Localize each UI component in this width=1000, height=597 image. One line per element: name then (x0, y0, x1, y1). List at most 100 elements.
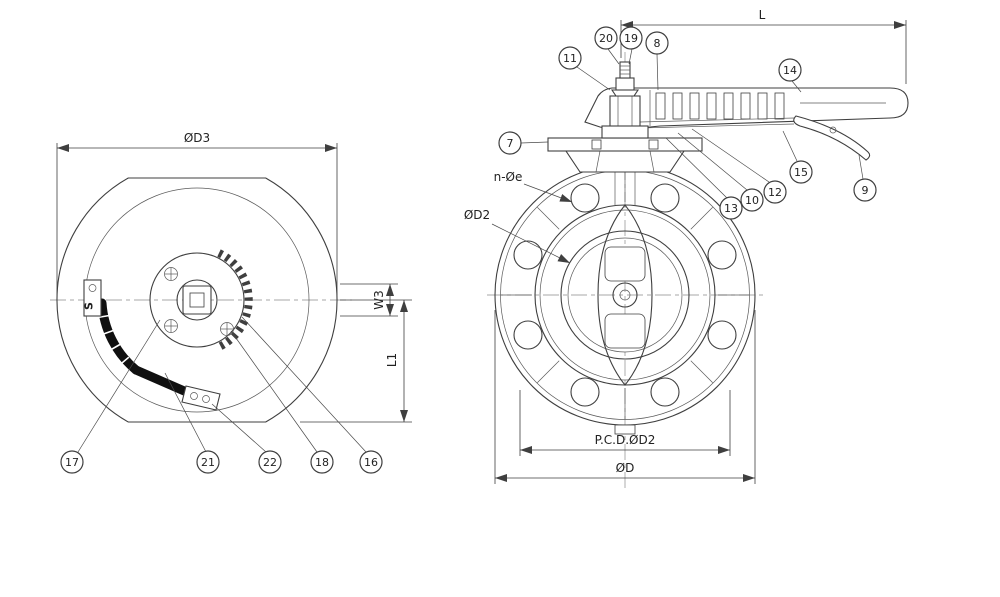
flange-ribs (501, 171, 749, 419)
handle-arc (97, 298, 141, 375)
valve-neck (564, 150, 686, 173)
leader-19 (628, 48, 633, 65)
disc-hub (612, 282, 638, 308)
valve-body-outline (56, 177, 338, 423)
neck-line (649, 150, 655, 173)
butterfly-disc (597, 204, 653, 386)
balloon-18: 18 (310, 450, 334, 474)
disc-hub-center (619, 289, 631, 301)
svg-text:8: 8 (654, 37, 661, 50)
balloon-21: 21 (196, 450, 220, 474)
balloon-20: 20 (594, 26, 618, 50)
balloon-10: 10 (740, 188, 764, 212)
yoke-base (601, 125, 649, 139)
trigger-lever (793, 115, 871, 161)
dim-pcd: P.C.D.ØD2 (519, 390, 731, 456)
stem-housing (609, 95, 641, 129)
mounting-plate (547, 137, 703, 152)
leader-15 (782, 130, 798, 162)
svg-text:ØD2: ØD2 (464, 208, 490, 222)
lock-screw (88, 284, 97, 292)
balloon-17: 17 (60, 450, 84, 474)
svg-text:15: 15 (794, 166, 808, 179)
dim-d3: ØD3 (56, 131, 338, 295)
label-d2: ØD2 (464, 208, 571, 264)
body-ring-inner (539, 209, 711, 381)
svg-text:19: 19 (624, 32, 638, 45)
bolt-symbol (220, 322, 234, 336)
trigger-pivot (829, 126, 837, 134)
bolt-symbol (164, 267, 178, 281)
handle-end-plate (181, 385, 221, 411)
svg-text:11: 11 (563, 52, 577, 65)
dim-l1-label: L1 (385, 353, 399, 367)
dim-pcd-label: P.C.D.ØD2 (595, 433, 656, 447)
stem-cap (615, 77, 635, 91)
svg-text:14: 14 (783, 64, 797, 77)
svg-text:18: 18 (315, 456, 329, 469)
plate-screw (190, 392, 198, 400)
dim-l-label: L (759, 8, 766, 22)
balloon-8: 8 (645, 31, 669, 55)
index-plate (149, 249, 253, 351)
leader-18 (230, 330, 318, 453)
svg-text:13: 13 (724, 202, 738, 215)
leader-21 (164, 372, 207, 453)
lever-handle (584, 87, 909, 161)
left-view: S ØD3 W3 L1 (50, 131, 412, 474)
leader-7 (520, 141, 549, 144)
svg-text:17: 17 (65, 456, 79, 469)
leader-20 (607, 48, 620, 65)
svg-text:7: 7 (507, 137, 514, 150)
seat-circle (567, 237, 683, 353)
plate-slot (591, 139, 602, 150)
release-rod (639, 117, 795, 123)
stop-lock-box: S (83, 279, 102, 317)
bore-circle-d2 (560, 230, 690, 360)
leader-14 (791, 80, 802, 93)
balloon-12: 12 (763, 180, 787, 204)
gear-teeth-arc (217, 249, 253, 351)
dim-l1: L1 (300, 299, 412, 423)
s-label: S (83, 302, 96, 310)
leader-22 (211, 403, 267, 453)
svg-text:9: 9 (862, 184, 869, 197)
lever-handle-silhouette (97, 298, 203, 402)
bottom-stub (614, 424, 636, 435)
right-view: L n-Øe ØD2 P.C.D.ØD2 ØD (464, 8, 909, 492)
balloon-15: 15 (789, 160, 813, 184)
disc-stem-boss-bottom (604, 313, 646, 349)
neck-line (595, 150, 601, 173)
detent-tick (109, 343, 121, 352)
balloon-13: 13 (719, 196, 743, 220)
leader-17 (77, 319, 161, 453)
dim-d: ØD (494, 310, 756, 484)
grip-slats (655, 92, 785, 120)
bolt-symbol (164, 319, 178, 333)
detent-tick (119, 356, 130, 366)
balloon-16: 16 (359, 450, 383, 474)
leader-12 (691, 128, 770, 183)
svg-text:12: 12 (768, 186, 782, 199)
detent-tick (101, 329, 114, 336)
leader-9 (858, 154, 864, 180)
detent-tick (97, 314, 110, 319)
plate-screw (202, 395, 210, 403)
svg-text:10: 10 (745, 194, 759, 207)
label-noe: n-Øe (494, 170, 573, 203)
leader-10 (677, 132, 748, 191)
stem-nut (610, 89, 640, 97)
release-rod (639, 123, 795, 129)
dim-d-label: ØD (616, 461, 635, 475)
stem-square-hole (189, 292, 205, 308)
leader-11 (576, 66, 611, 91)
svg-text:n-Øe: n-Øe (494, 170, 523, 184)
svg-text:22: 22 (263, 456, 277, 469)
balloon-22: 22 (258, 450, 282, 474)
leader-16 (241, 316, 367, 453)
balloon-14: 14 (778, 58, 802, 82)
svg-text:20: 20 (599, 32, 613, 45)
svg-text:16: 16 (364, 456, 378, 469)
